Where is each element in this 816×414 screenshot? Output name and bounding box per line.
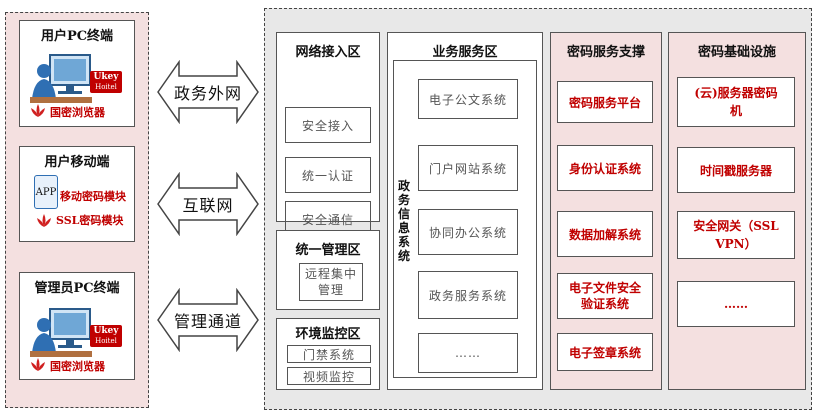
- e-document-system: 电子公文系统: [418, 79, 518, 119]
- crypto-infrastructure-zone: 密码基础设施 (云)服务器密码机 时间戳服务器 安全网关（SSL VPN） ……: [668, 32, 806, 390]
- timestamp-server: 时间戳服务器: [677, 147, 795, 193]
- gov-extranet-label: 政务外网: [173, 84, 242, 103]
- network-access-zone: 网络接入区 安全接入 统一认证 安全通信: [276, 32, 380, 237]
- admin-pc-terminal: 管理员PC终端 Ukey Hoitel 国密浏览器: [19, 272, 135, 380]
- access-control-item: 门禁系统: [287, 345, 371, 363]
- ssl-crypto-module-label: SSL密码模块: [56, 214, 124, 227]
- video-monitoring-item: 视频监控: [287, 367, 371, 385]
- gm-browser-label: 国密浏览器: [50, 360, 105, 373]
- gov-service-system: 政务服务系统: [418, 271, 518, 319]
- user-pc-terminal: 用户PC终端 Ukey Hoitel 国密浏览器: [19, 20, 135, 127]
- collab-office-system: 协同办公系统: [418, 209, 518, 255]
- e-signature-system: 电子签章系统: [557, 333, 653, 371]
- secure-access-item: 安全接入: [285, 107, 371, 143]
- gm-browser-label: 国密浏览器: [50, 106, 105, 119]
- crypto-service-platform: 密码服务平台: [557, 81, 653, 123]
- secure-gateway-ssl-vpn: 安全网关（SSL VPN）: [677, 211, 795, 259]
- gov-info-systems-group: 政务信息系统 电子公文系统 门户网站系统 协同办公系统 政务服务系统 ……: [393, 60, 537, 378]
- lotus-logo-icon: [37, 214, 51, 227]
- crypto-service-support-zone: 密码服务支撑 密码服务平台 身份认证系统 数据加解系统 电子文件安全验证系统 电…: [550, 32, 662, 390]
- lotus-logo-icon: [31, 104, 45, 117]
- user-mobile-terminal: 用户移动端 APP 移动密码模块 SSL密码模块: [19, 146, 135, 242]
- unified-management-title: 统一管理区: [295, 242, 361, 258]
- environment-monitoring-title: 环境监控区: [295, 326, 361, 342]
- data-encryption-system: 数据加解系统: [557, 211, 653, 257]
- identity-auth-system: 身份认证系统: [557, 145, 653, 191]
- more-infra-item: ……: [677, 281, 795, 327]
- network-access-title: 网络接入区: [295, 44, 361, 60]
- ukey-label: Ukey Hoitel: [90, 325, 122, 347]
- lotus-logo-icon: [31, 358, 45, 371]
- mobile-crypto-module-label: 移动密码模块: [60, 190, 126, 203]
- user-pc-title: 用户PC终端: [40, 28, 114, 44]
- gov-info-systems-label: 政务信息系统: [398, 179, 411, 263]
- cloud-server-crypto-machine: (云)服务器密码机: [677, 77, 795, 127]
- computer-user-icon: [30, 54, 92, 103]
- admin-pc-title: 管理员PC终端: [34, 280, 120, 296]
- environment-monitoring-zone: 环境监控区 门禁系统 视频监控: [276, 318, 380, 390]
- crypto-service-support-title: 密码服务支撑: [566, 44, 645, 60]
- ukey-label: Ukey Hoitel: [90, 71, 122, 93]
- unified-auth-item: 统一认证: [285, 157, 371, 193]
- computer-user-icon: [30, 308, 92, 357]
- crypto-infrastructure-title: 密码基础设施: [697, 44, 776, 60]
- user-mobile-title: 用户移动端: [44, 154, 110, 170]
- double-arrow-icon: [157, 60, 259, 124]
- double-arrow-icon: [157, 288, 259, 352]
- app-icon: APP: [34, 175, 58, 209]
- unified-management-zone: 统一管理区 远程集中管理: [276, 230, 380, 310]
- business-service-title: 业务服务区: [432, 44, 498, 60]
- e-file-security-verification-system: 电子文件安全验证系统: [557, 273, 653, 319]
- internet-label: 互联网: [182, 196, 234, 215]
- more-systems-item: ……: [418, 333, 518, 373]
- portal-site-system: 门户网站系统: [418, 145, 518, 191]
- remote-management-item: 远程集中管理: [299, 263, 363, 301]
- double-arrow-icon: [157, 172, 259, 236]
- management-channel-label: 管理通道: [173, 312, 242, 331]
